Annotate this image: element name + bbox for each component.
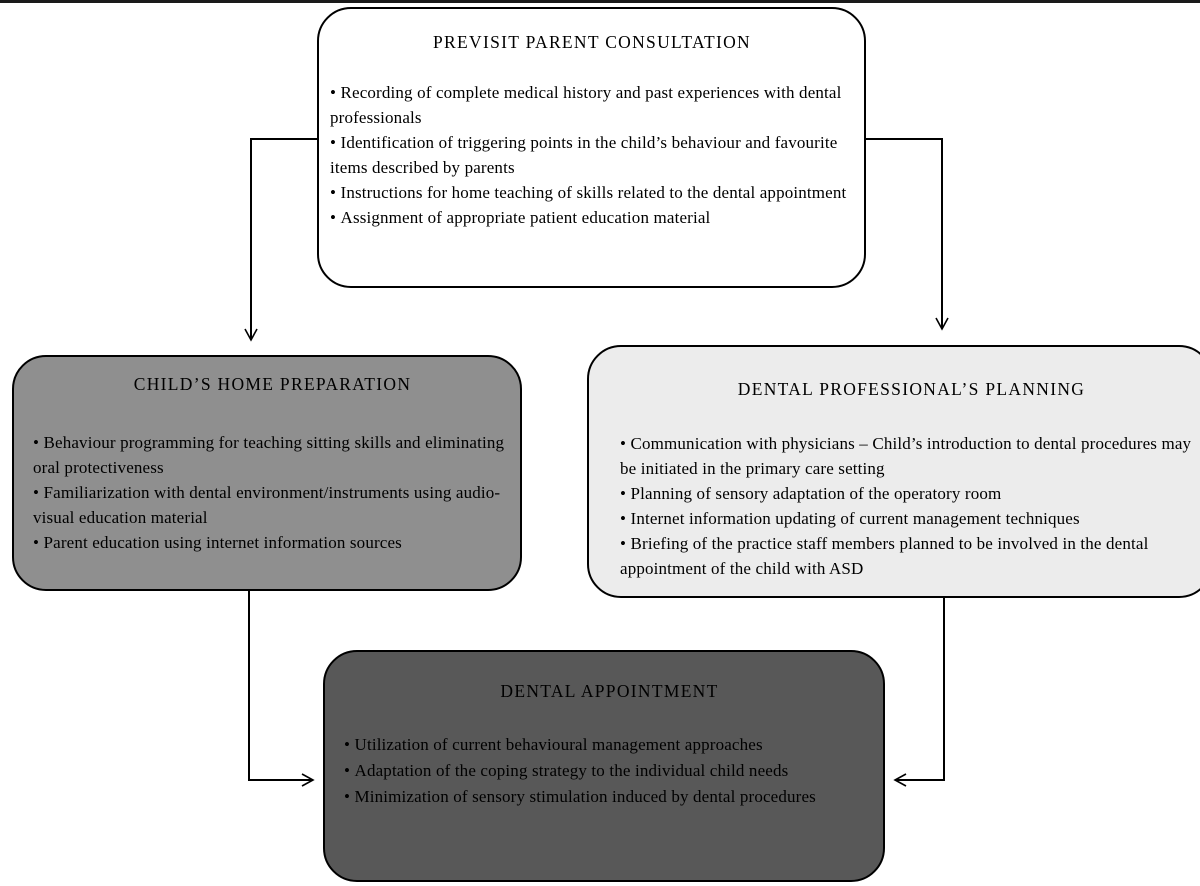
previsit-consultation-title: PREVISIT PARENT CONSULTATION — [433, 32, 751, 52]
dental-appointment-box: DENTAL APPOINTMENT Utilization of curren… — [323, 650, 885, 882]
home-preparation-list: Behaviour programming for teaching sitti… — [33, 430, 512, 555]
top-border-line — [0, 0, 1200, 3]
arrow-consult-to-planning — [866, 138, 949, 331]
arrow-home-to-appointment — [248, 591, 315, 787]
professional-planning-list: Communication with physicians – Child’s … — [620, 431, 1200, 581]
dental-appointment-list: Utilization of current behavioural manag… — [344, 732, 875, 810]
list-item: Recording of complete medical history an… — [330, 80, 854, 130]
list-item: Minimization of sensory stimulation indu… — [344, 784, 875, 810]
list-item: Identification of triggering points in t… — [330, 130, 854, 180]
list-item: Behaviour programming for teaching sitti… — [33, 430, 512, 480]
arrow-consult-to-home — [244, 138, 318, 342]
list-item: Utilization of current behavioural manag… — [344, 732, 875, 758]
list-item: Assignment of appropriate patient educat… — [330, 205, 854, 230]
list-item: Adaptation of the coping strategy to the… — [344, 758, 875, 784]
arrow-planning-to-appointment — [893, 598, 945, 787]
home-preparation-title: CHILD’S HOME PREPARATION — [133, 374, 412, 394]
professional-planning-title: DENTAL PROFESSIONAL’S PLANNING — [737, 379, 1086, 399]
dental-appointment-title: DENTAL APPOINTMENT — [500, 681, 719, 701]
list-item: Briefing of the practice staff members p… — [620, 531, 1200, 581]
list-item: Instructions for home teaching of skills… — [330, 180, 854, 205]
list-item: Parent education using internet informat… — [33, 530, 512, 555]
list-item: Internet information updating of current… — [620, 506, 1200, 531]
list-item: Planning of sensory adaptation of the op… — [620, 481, 1200, 506]
home-preparation-box: CHILD’S HOME PREPARATION Behaviour progr… — [12, 355, 522, 591]
previsit-consultation-list: Recording of complete medical history an… — [330, 80, 854, 230]
professional-planning-box: DENTAL PROFESSIONAL’S PLANNING Communica… — [587, 345, 1200, 598]
list-item: Familiarization with dental environment/… — [33, 480, 512, 530]
previsit-consultation-box: PREVISIT PARENT CONSULTATION Recording o… — [317, 7, 866, 288]
list-item: Communication with physicians – Child’s … — [620, 431, 1200, 481]
